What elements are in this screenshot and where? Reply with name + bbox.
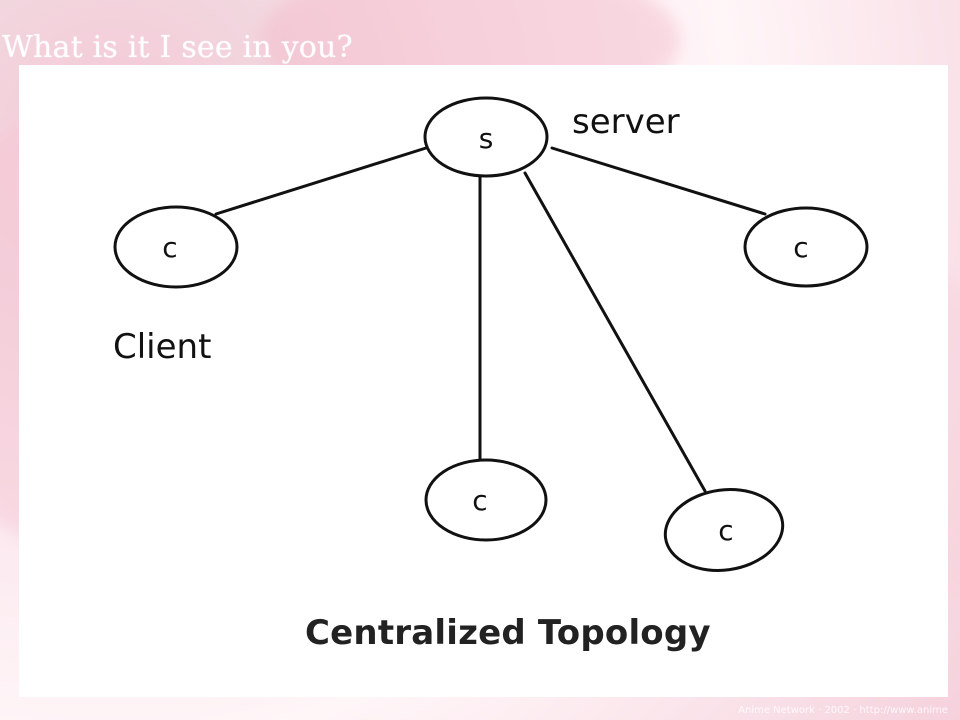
centralized-topology-diagram: s c c c c server Client xyxy=(113,96,869,572)
server-node-label: s xyxy=(479,122,494,155)
client-node-bottom-right xyxy=(663,488,785,572)
server-node xyxy=(423,96,549,178)
client-node-right-label: c xyxy=(793,231,808,264)
client-node-right xyxy=(743,206,869,288)
client-node-bottom-center xyxy=(424,458,548,542)
client-role-label: Client xyxy=(113,327,211,367)
client-node-left xyxy=(113,205,239,289)
server-client-right-edge xyxy=(550,146,767,216)
server-client-bottom-right-edge xyxy=(523,171,707,493)
server-client-left-edge xyxy=(214,146,428,216)
slide-footer-text: Anime Network · 2002 · http://www.anime xyxy=(738,705,948,716)
slide-title: What is it I see in you? xyxy=(2,30,353,65)
client-node-bottom-right-label: c xyxy=(718,514,733,547)
diagram-panel: s c c c c server Client Centralized Topo… xyxy=(19,65,948,697)
server-role-label: server xyxy=(572,102,680,142)
client-node-bottom-center-label: c xyxy=(472,484,487,517)
diagram-caption: Centralized Topology xyxy=(305,613,711,653)
client-node-left-label: c xyxy=(162,231,177,264)
